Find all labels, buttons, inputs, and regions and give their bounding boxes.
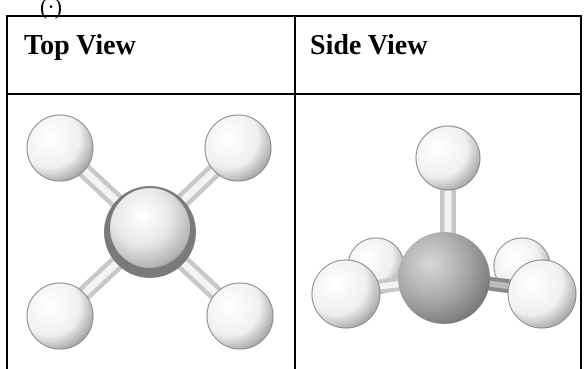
table-border-right bbox=[580, 15, 582, 369]
carbon-atom bbox=[398, 232, 490, 324]
header-top-view: Top View bbox=[24, 30, 136, 61]
side-view-molecule bbox=[311, 125, 577, 329]
hydrogen-atom-top-left bbox=[26, 114, 94, 182]
hydrogen-atom-front-right bbox=[507, 259, 577, 329]
hydrogen-atom-bottom-right bbox=[206, 282, 274, 350]
hydrogen-atom-top bbox=[415, 125, 481, 191]
header-side-view: Side View bbox=[310, 30, 428, 61]
partial-text-fragment: (·) bbox=[40, 0, 62, 19]
table-column-divider bbox=[294, 15, 296, 369]
hydrogen-atom-bottom-left bbox=[26, 282, 94, 350]
table-border-left bbox=[6, 15, 8, 369]
hydrogen-atom-front-left bbox=[311, 259, 381, 329]
top-view-molecule bbox=[26, 114, 274, 350]
table-border-top bbox=[6, 15, 582, 17]
hydrogen-atom-top-right bbox=[204, 114, 272, 182]
header-row-divider bbox=[6, 93, 582, 95]
